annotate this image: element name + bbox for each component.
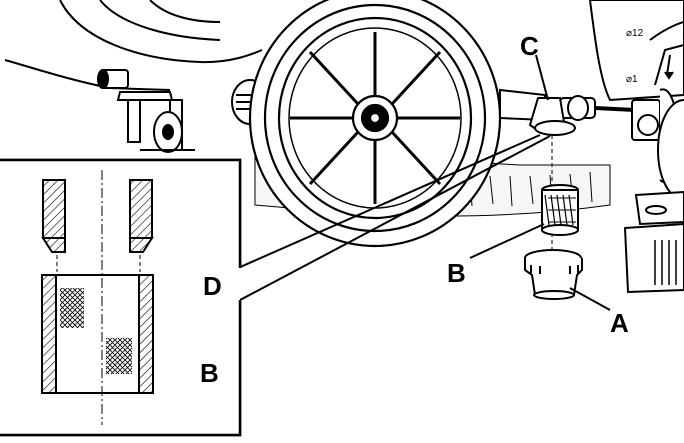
caster-wheel [116,91,195,153]
right-gear-assembly [631,88,684,201]
right-lower-parts [623,190,684,294]
label-d: D [203,271,222,301]
detail-bushing-b [41,274,154,394]
label-a: A [610,308,629,338]
machine-body [4,0,263,91]
marking-top: ⌀12 [626,28,644,39]
label-b-main: B [447,258,466,288]
detail-tube-d [41,179,154,253]
detail-inset [0,158,242,437]
cap-a [524,249,583,300]
projection-lines [237,134,551,301]
knob [97,69,129,89]
label-c: C [520,31,539,61]
large-wheel [248,0,502,248]
marking-bottom: ⌀1 [626,74,638,85]
right-housing [588,0,684,102]
label-b-detail: B [200,358,219,388]
bushing-main [541,184,579,236]
